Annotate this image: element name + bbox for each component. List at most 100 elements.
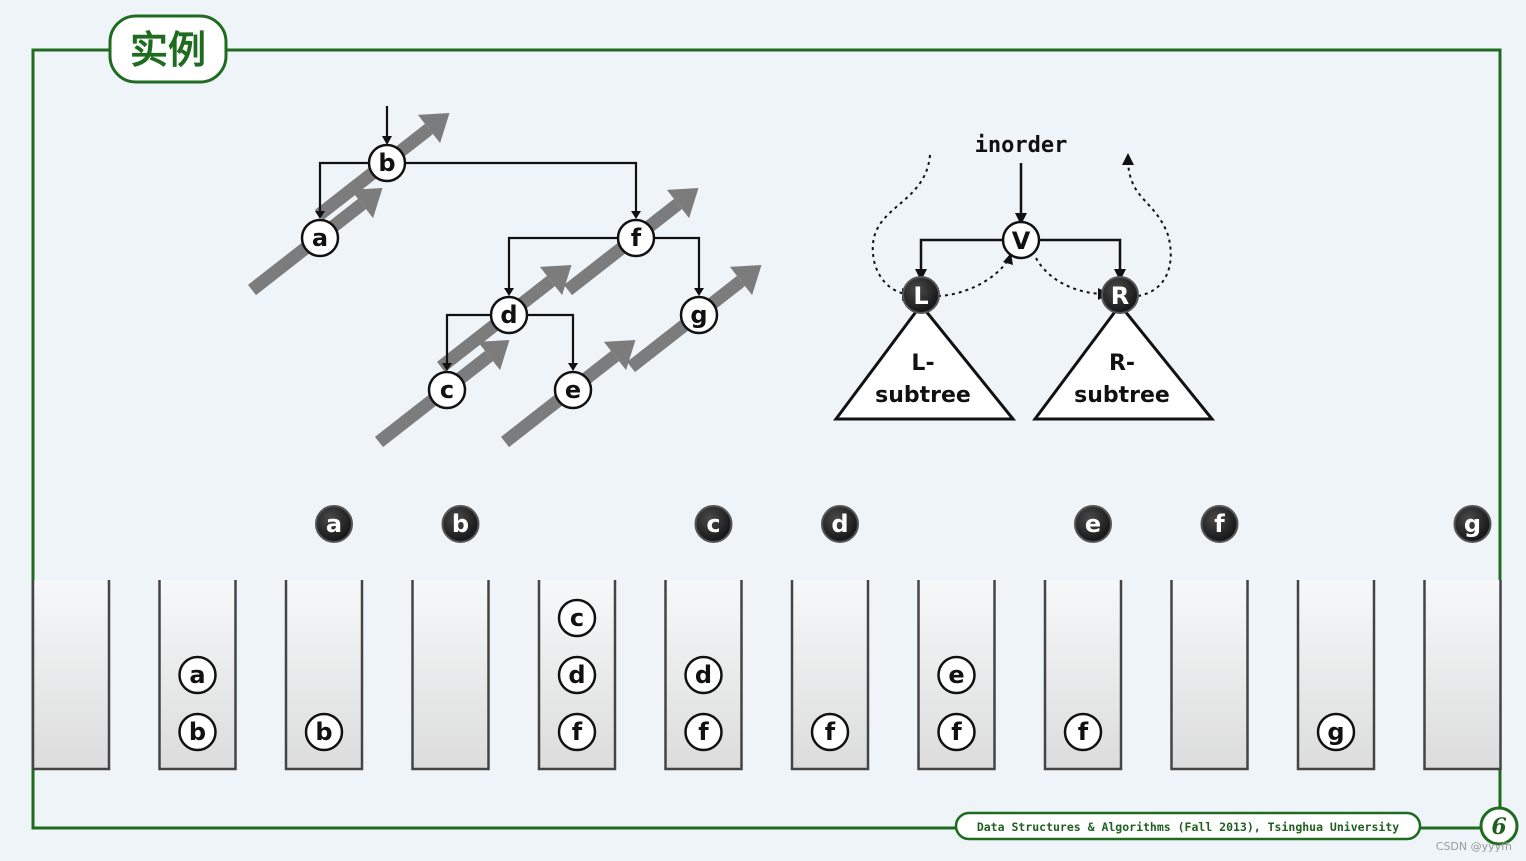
inorder-root-label: V xyxy=(1012,227,1031,255)
tree-node-e: e xyxy=(553,370,593,410)
arrow-up-icon xyxy=(1122,153,1134,165)
tree-node-f-label: f xyxy=(631,224,642,252)
stack-item-4-d: d xyxy=(557,655,597,695)
stack-item-4-f-label: f xyxy=(572,718,583,746)
tree-node-b-label: b xyxy=(378,149,395,177)
stack-item-4-c-label: c xyxy=(570,604,584,632)
visited-node-b-label: b xyxy=(452,510,469,538)
footer-text: Data Structures & Algorithms (Fall 2013)… xyxy=(977,820,1399,834)
tree-edges xyxy=(315,106,704,371)
stack-item-5-d: d xyxy=(684,655,723,695)
stack-container xyxy=(31,580,111,771)
tree-node-f: f xyxy=(616,218,656,258)
visited-node-g-label: g xyxy=(1464,510,1481,538)
visited-node-a: a xyxy=(315,505,353,543)
right-subtree-label-2: subtree xyxy=(1074,383,1170,408)
binary-tree-diagram: b a f d g c e xyxy=(247,106,762,448)
tree-node-d: d xyxy=(489,295,529,335)
left-subtree-label-1: L- xyxy=(911,351,934,376)
stack-container xyxy=(1170,580,1249,771)
sequence-step-1: ab xyxy=(158,580,237,771)
stack-container xyxy=(917,580,996,771)
stack-container xyxy=(1423,580,1502,771)
visited-node-c: c xyxy=(694,505,733,543)
visited-node-a-label: a xyxy=(326,510,342,538)
visited-node-e: e xyxy=(1074,505,1112,543)
tree-edge-d-e xyxy=(527,313,575,366)
tree-node-b: b xyxy=(367,143,407,183)
visited-node-d: d xyxy=(821,505,859,543)
stack-container xyxy=(537,580,617,771)
arrow-down-icon xyxy=(1015,213,1027,225)
stack-item-5-f: f xyxy=(684,712,723,752)
stack-item-1-a: a xyxy=(178,655,217,695)
visited-node-f-label: f xyxy=(1214,510,1225,538)
stack-item-8-f-label: f xyxy=(1078,718,1089,746)
stack-item-2-b-label: b xyxy=(315,718,332,746)
sequence-step-9: f xyxy=(1170,505,1249,771)
sequence-step-4: c d f xyxy=(537,580,617,771)
stack-container xyxy=(1043,580,1123,771)
visited-node-g: g xyxy=(1453,505,1492,543)
tree-node-g: g xyxy=(679,295,719,335)
tree-node-a-label: a xyxy=(312,224,328,252)
stack-item-10-g: g xyxy=(1316,712,1356,752)
tree-node-a: a xyxy=(300,218,340,258)
tree-node-c-label: c xyxy=(440,376,454,404)
stack-container xyxy=(158,580,237,771)
sequence-step-2: ba xyxy=(284,505,364,771)
sequence-step-5: d f c xyxy=(664,505,743,771)
stack-container xyxy=(664,580,743,771)
title-tab: 实例 xyxy=(108,14,228,84)
right-subtree-triangle xyxy=(1032,302,1216,421)
tree-node-e-label: e xyxy=(565,376,581,404)
stack-item-4-d-label: d xyxy=(568,661,585,689)
stack-item-6-f: f xyxy=(810,712,850,752)
sequence-step-10: g xyxy=(1296,580,1376,771)
stack-container xyxy=(411,580,490,771)
stack-item-5-f-label: f xyxy=(698,718,709,746)
tree-edge-f-d xyxy=(507,236,618,291)
stack-item-4-c: c xyxy=(557,598,597,638)
tree-node-c: c xyxy=(427,370,467,410)
visited-node-b: b xyxy=(441,505,480,543)
right-subtree-label-1: R- xyxy=(1109,351,1135,376)
inorder-right-node xyxy=(1101,276,1139,314)
slide-frame xyxy=(31,48,1502,830)
stack-item-2-b: b xyxy=(304,712,344,752)
sequence-step-7: ef xyxy=(917,580,996,771)
left-subtree-label-2: subtree xyxy=(875,383,971,408)
stack-item-5-d-label: d xyxy=(695,661,712,689)
stack-container xyxy=(790,580,870,771)
stack-item-10-g-label: g xyxy=(1327,718,1344,746)
page-number: 6 xyxy=(1491,814,1506,840)
sequence-step-11: g xyxy=(1423,505,1502,771)
watermark: CSDN @yyyfh xyxy=(1436,840,1512,853)
stack-item-1-b: b xyxy=(178,712,217,752)
sequence-step-0 xyxy=(31,580,111,771)
sequence-step-3: b xyxy=(411,505,490,771)
stack-item-1-b-label: b xyxy=(189,718,206,746)
inorder-root-node xyxy=(1001,220,1041,260)
sequence-step-6: fd xyxy=(790,505,870,771)
tree-node-g-label: g xyxy=(690,301,707,329)
tree-nodes: b a f d g c e xyxy=(300,143,719,410)
visited-node-f: f xyxy=(1200,505,1239,543)
inorder-left-node xyxy=(902,276,940,314)
inorder-right-label: R xyxy=(1111,282,1129,310)
stack-item-7-e-label: e xyxy=(948,661,964,689)
left-subtree-triangle xyxy=(833,302,1017,421)
visited-node-c-label: c xyxy=(706,510,720,538)
inorder-left-label: L xyxy=(913,282,928,310)
inorder-diagram: inorder L- subtree R- subtree V L R xyxy=(833,133,1216,421)
stack-item-7-e: e xyxy=(937,655,976,695)
visited-node-e-label: e xyxy=(1085,510,1101,538)
visited-node-d-label: d xyxy=(831,510,848,538)
footer: Data Structures & Algorithms (Fall 2013)… xyxy=(954,806,1519,846)
tree-edge-f-g xyxy=(654,236,701,291)
slide-title: 实例 xyxy=(130,28,206,72)
stack-item-7-f: f xyxy=(937,712,976,752)
stack-item-8-f: f xyxy=(1063,712,1103,752)
tree-node-d-label: d xyxy=(500,301,517,329)
